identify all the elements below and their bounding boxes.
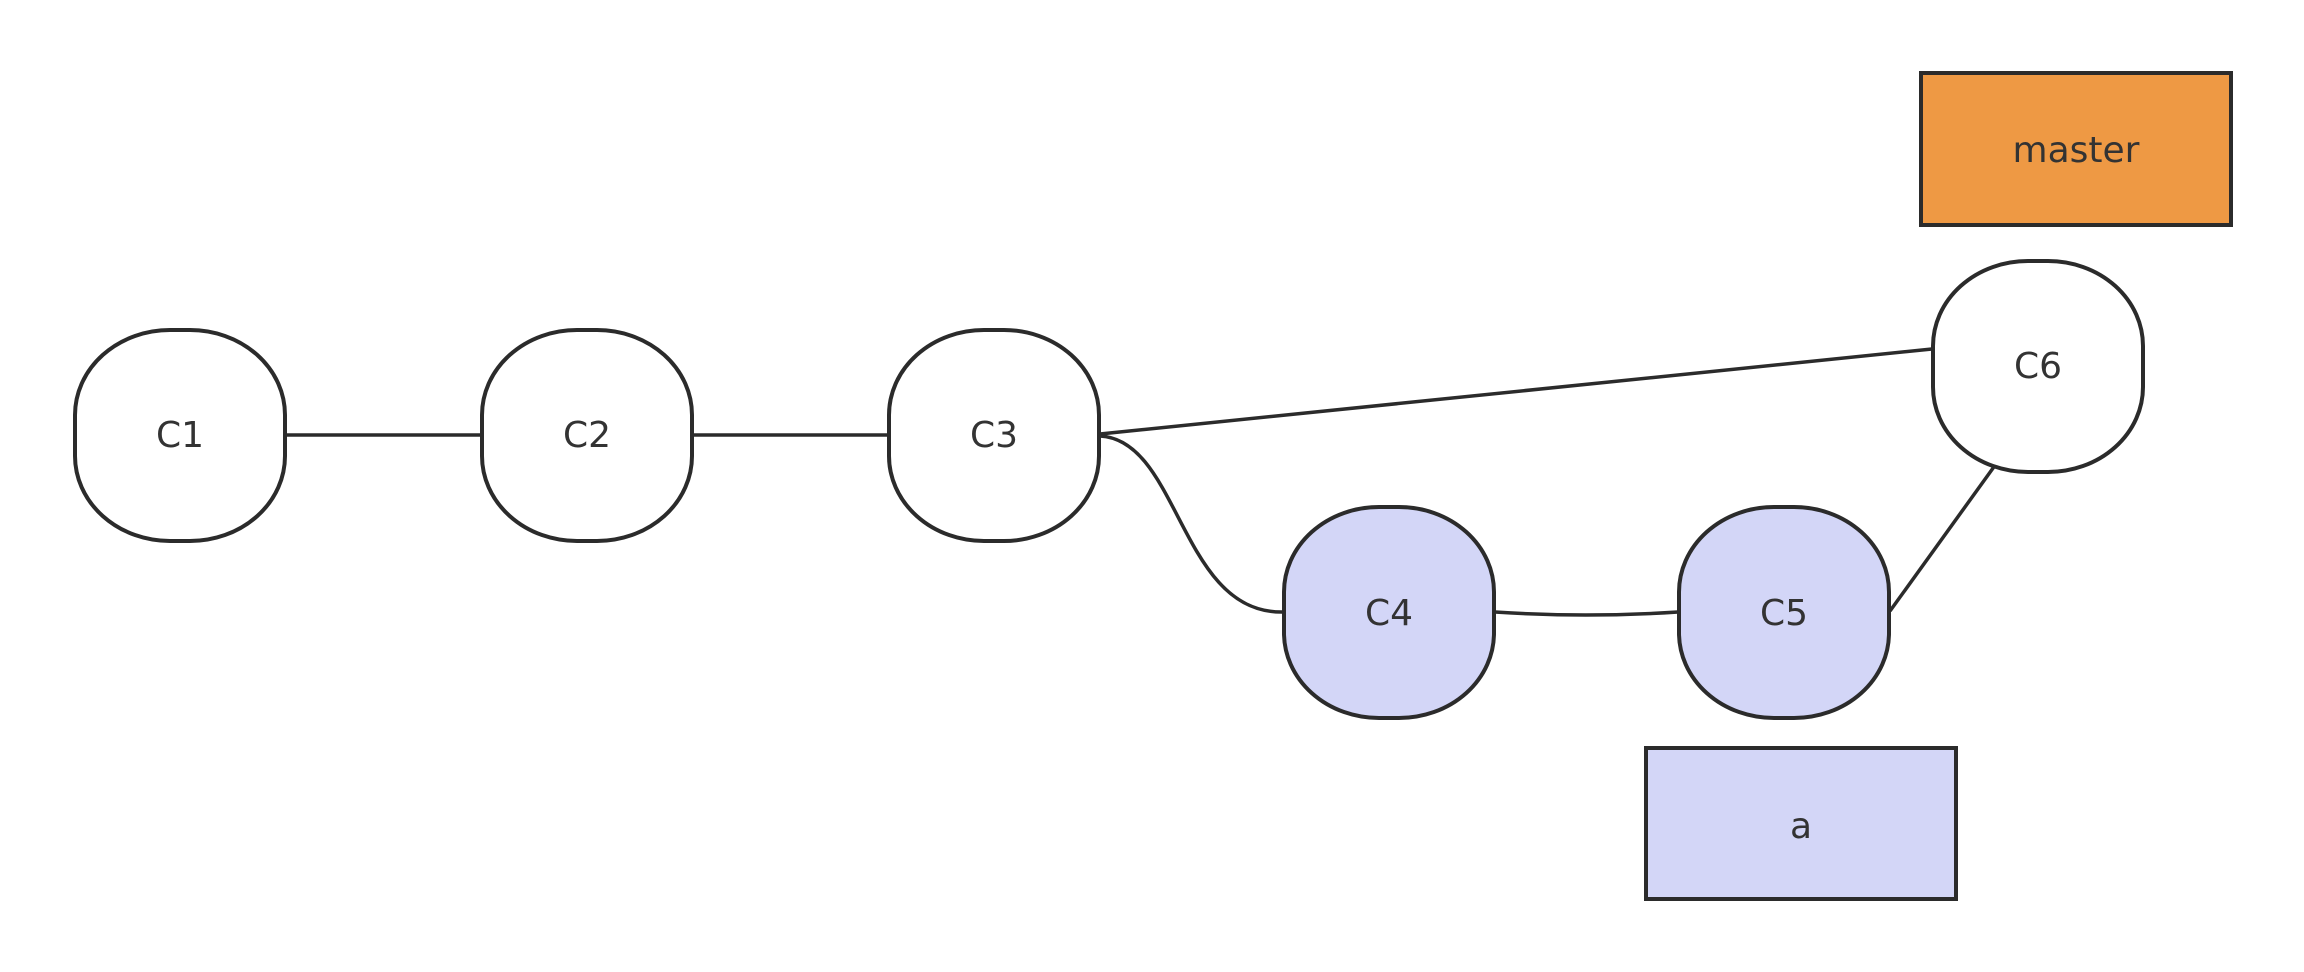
edge-c3-c4 [1099, 434, 1284, 614]
commit-label: C1 [156, 415, 204, 456]
branch-label: master [2013, 130, 2140, 171]
commit-label: C4 [1365, 593, 1413, 634]
edge-c4-c5 [1494, 610, 1679, 617]
commit-node-c5[interactable]: C5 [1677, 505, 1891, 720]
commit-node-c1[interactable]: C1 [73, 328, 287, 543]
commit-node-c6[interactable]: C6 [1931, 259, 2145, 474]
branch-box-shape [1644, 746, 1958, 901]
commit-label: C5 [1760, 593, 1808, 634]
commit-node-c3[interactable]: C3 [887, 328, 1101, 543]
commit-shape [73, 328, 287, 543]
branch-box-master[interactable]: master [1919, 71, 2233, 227]
commit-node-c2[interactable]: C2 [480, 328, 694, 543]
branch-box-shape [1919, 71, 2233, 227]
commit-shape [480, 328, 694, 543]
branch-label: a [1790, 806, 1812, 847]
edge-c5-c6 [1888, 462, 1998, 613]
commit-node-c4[interactable]: C4 [1282, 505, 1496, 720]
commit-shape [1931, 259, 2145, 474]
edge-c3-c6 [1099, 347, 1933, 436]
commit-shape [887, 328, 1101, 543]
commit-label: C3 [970, 415, 1018, 456]
commit-label: C6 [2014, 346, 2062, 387]
commit-shape [1677, 505, 1891, 720]
branch-box-a[interactable]: a [1644, 746, 1958, 901]
commit-shape [1282, 505, 1496, 720]
commit-label: C2 [563, 415, 611, 456]
